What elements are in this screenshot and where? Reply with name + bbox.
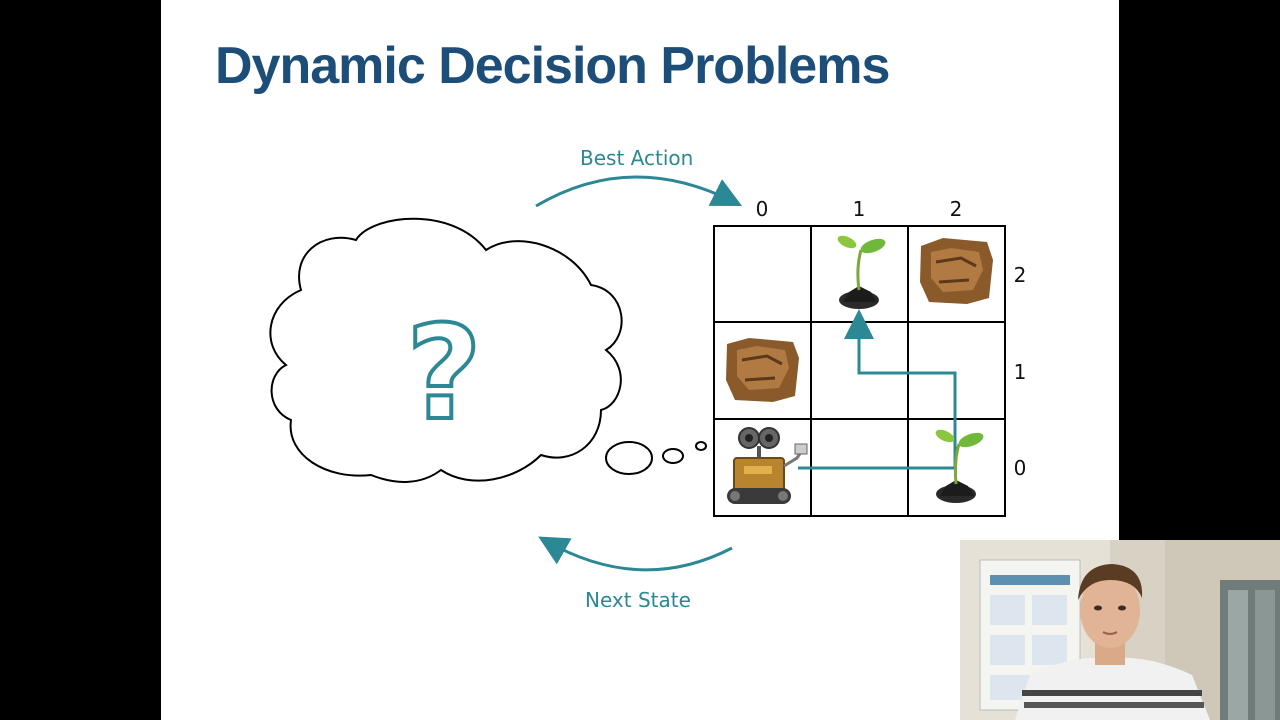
presenter-video: [960, 540, 1280, 720]
plant-icon: [837, 235, 886, 309]
decision-diagram: ?: [269, 175, 1006, 572]
thought-bubble-large: [605, 441, 653, 475]
grid-col-label: 0: [755, 197, 769, 221]
best-action-arrow: [535, 175, 743, 208]
presenter-webcam: [960, 540, 1280, 720]
slide-title: Dynamic Decision Problems: [215, 37, 890, 95]
grid-row-label: 1: [1013, 360, 1027, 384]
plant-icon: [935, 429, 984, 503]
grid-col-label: 1: [852, 197, 866, 221]
thought-cloud-icon: [269, 217, 623, 483]
grid-row-label: 0: [1013, 456, 1027, 480]
slide: Dynamic Decision Problems ?: [161, 0, 1119, 720]
next-state-label: Next State: [585, 588, 691, 612]
next-state-arrow: [538, 536, 733, 572]
question-mark: ?: [406, 297, 481, 449]
thought-bubble-medium: [662, 448, 684, 464]
robot-icon: [727, 427, 808, 504]
rock-icon: [726, 338, 799, 402]
thought-bubble-small: [695, 441, 707, 451]
best-action-label: Best Action: [580, 146, 694, 170]
route-path: [798, 309, 957, 470]
grid-col-label: 2: [949, 197, 963, 221]
rock-icon: [920, 238, 993, 304]
grid-row-label: 2: [1013, 263, 1027, 287]
